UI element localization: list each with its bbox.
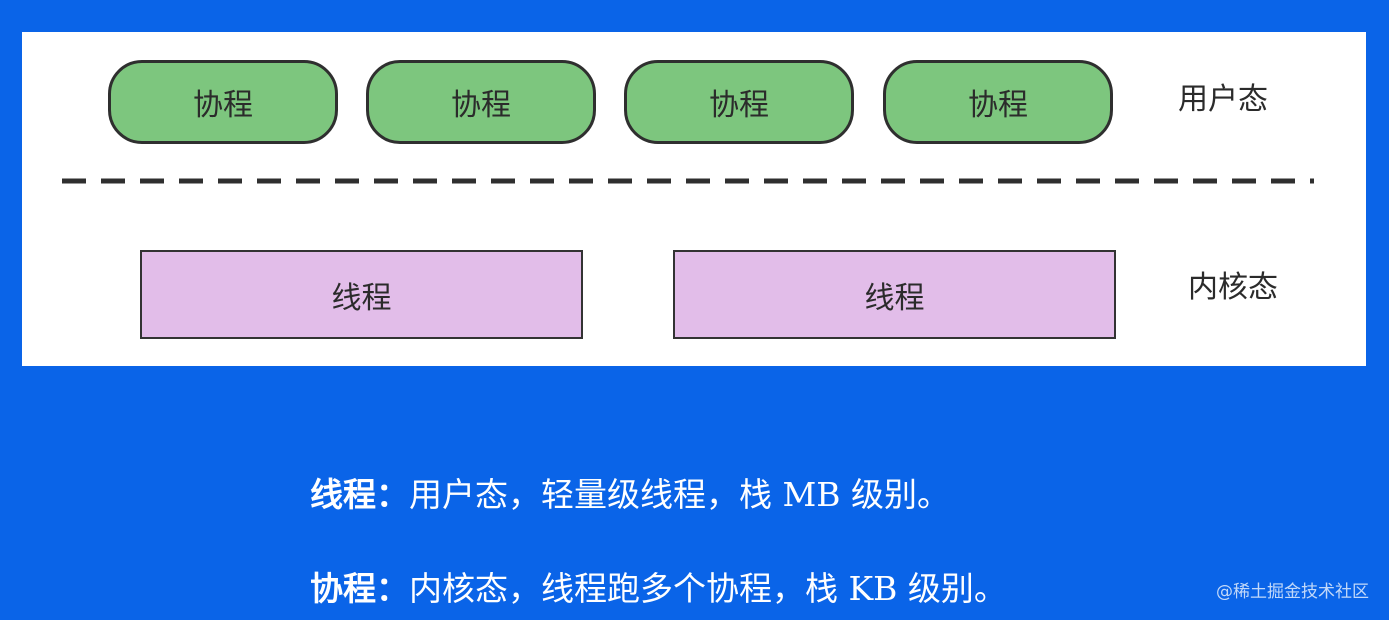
coroutine-box: 协程 (366, 60, 596, 144)
caption-coroutine: 协程：内核态，线程跑多个协程，栈 KB 级别。 (310, 562, 1007, 610)
coroutine-box: 协程 (108, 60, 338, 144)
coroutine-label: 协程 (968, 88, 1028, 123)
thread-label: 线程 (331, 280, 392, 316)
kernel-mode-label: 内核态 (1188, 270, 1278, 305)
diagram-panel: 协程 协程 协程 协程 用户态 线程 线程 内核态 (22, 32, 1366, 366)
coroutine-box: 协程 (883, 60, 1113, 144)
coroutine-label: 协程 (451, 88, 511, 123)
watermark: @稀土掘金技术社区 (1216, 582, 1369, 602)
thread-box: 线程 (140, 250, 583, 339)
coroutine-label: 协程 (193, 88, 253, 123)
thread-box: 线程 (673, 250, 1116, 339)
thread-label: 线程 (864, 280, 925, 316)
caption-term: 线程： (310, 475, 409, 514)
coroutine-label: 协程 (709, 88, 769, 123)
caption-term: 协程： (310, 569, 409, 608)
user-mode-label: 用户态 (1178, 82, 1268, 117)
mode-divider (62, 178, 1314, 184)
caption-text: 用户态，轻量级线程，栈 MB 级别。 (409, 475, 951, 514)
caption-thread: 线程：用户态，轻量级线程，栈 MB 级别。 (310, 468, 950, 516)
caption-text: 内核态，线程跑多个协程，栈 KB 级别。 (409, 569, 1007, 608)
coroutine-box: 协程 (624, 60, 854, 144)
